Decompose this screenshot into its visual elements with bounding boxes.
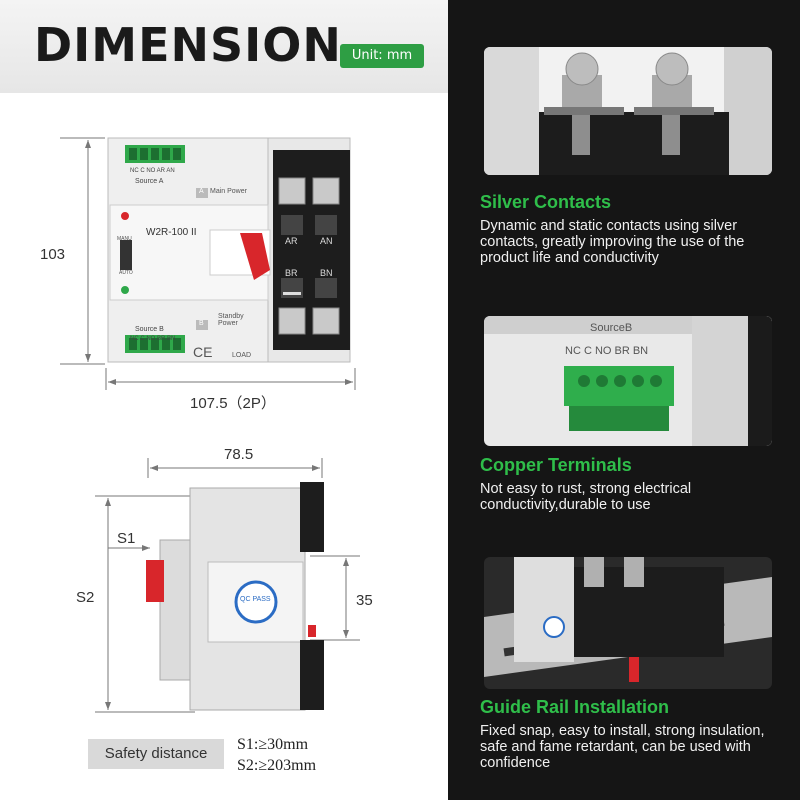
terminals-bottom-label: NC C NO BR BN <box>130 336 176 342</box>
feature-title-copper: Copper Terminals <box>480 455 632 475</box>
load-label: LOAD <box>232 352 252 359</box>
height-label: 103 <box>40 246 66 263</box>
feature-desc-copper: Not easy to rust, strong electrical cond… <box>480 481 692 513</box>
mode-switch <box>120 240 132 270</box>
model-label: W2R-100 II <box>146 227 197 238</box>
page-title: DIMENSION <box>34 18 342 72</box>
terminal-photo-pins: NC C NO BR BN <box>565 345 649 357</box>
br-label: BR <box>285 268 298 278</box>
s2-label: S2 <box>76 589 95 606</box>
bn-label: BN <box>320 268 333 278</box>
copper-terminals-photo <box>484 316 772 446</box>
box-a-label: A <box>199 188 204 195</box>
side-view-drawing <box>95 458 360 713</box>
feature-desc-silver: Dynamic and static contacts using silver… <box>480 218 745 266</box>
source-a-label: Source A <box>135 178 164 185</box>
terminal-photo-label: SourceB <box>590 322 633 334</box>
main-power-label: Main Power <box>210 188 247 195</box>
width-label: 107.5（2P） <box>190 395 276 412</box>
dimension-panel: DIMENSION Unit: mm <box>0 0 448 774</box>
an-label: AN <box>320 236 333 246</box>
indicator-a-light <box>121 212 129 220</box>
standby-power-label: Standby Power <box>218 313 244 327</box>
s1-label: S1 <box>117 530 136 547</box>
silver-contacts-photo <box>484 47 772 175</box>
side-width-label: 78.5 <box>224 446 254 463</box>
indicator-b-light <box>121 286 129 294</box>
unit-badge: Unit: mm <box>340 44 424 68</box>
qc-seal-label: QC PASS <box>240 596 271 603</box>
auto-label: AUTO <box>119 270 133 276</box>
guide-rail-photo <box>484 557 772 689</box>
source-b-label: Source B <box>135 326 164 333</box>
transfer-handle <box>240 233 270 280</box>
terminals-top-label: NC C NO AR AN <box>130 168 175 174</box>
manu-label: MANU <box>117 236 132 242</box>
feature-desc-rail: Fixed snap, easy to install, strong insu… <box>480 723 765 771</box>
ar-label: AR <box>285 236 298 246</box>
box-b-label: B <box>199 320 204 327</box>
side-handle <box>146 560 164 602</box>
depth-label: 35 <box>356 592 373 609</box>
feature-title-silver: Silver Contacts <box>480 192 612 212</box>
safety-distance-badge: Safety distance <box>88 739 224 769</box>
s1-distance: S1:≥30mm <box>237 736 309 753</box>
qc-seal <box>234 580 278 624</box>
s2-distance: S2:≥203mm <box>237 757 317 774</box>
title-bar: DIMENSION Unit: mm <box>0 0 448 93</box>
ce-mark: CE <box>193 344 213 360</box>
feature-title-rail: Guide Rail Installation <box>480 697 670 717</box>
front-view-drawing <box>60 137 356 390</box>
